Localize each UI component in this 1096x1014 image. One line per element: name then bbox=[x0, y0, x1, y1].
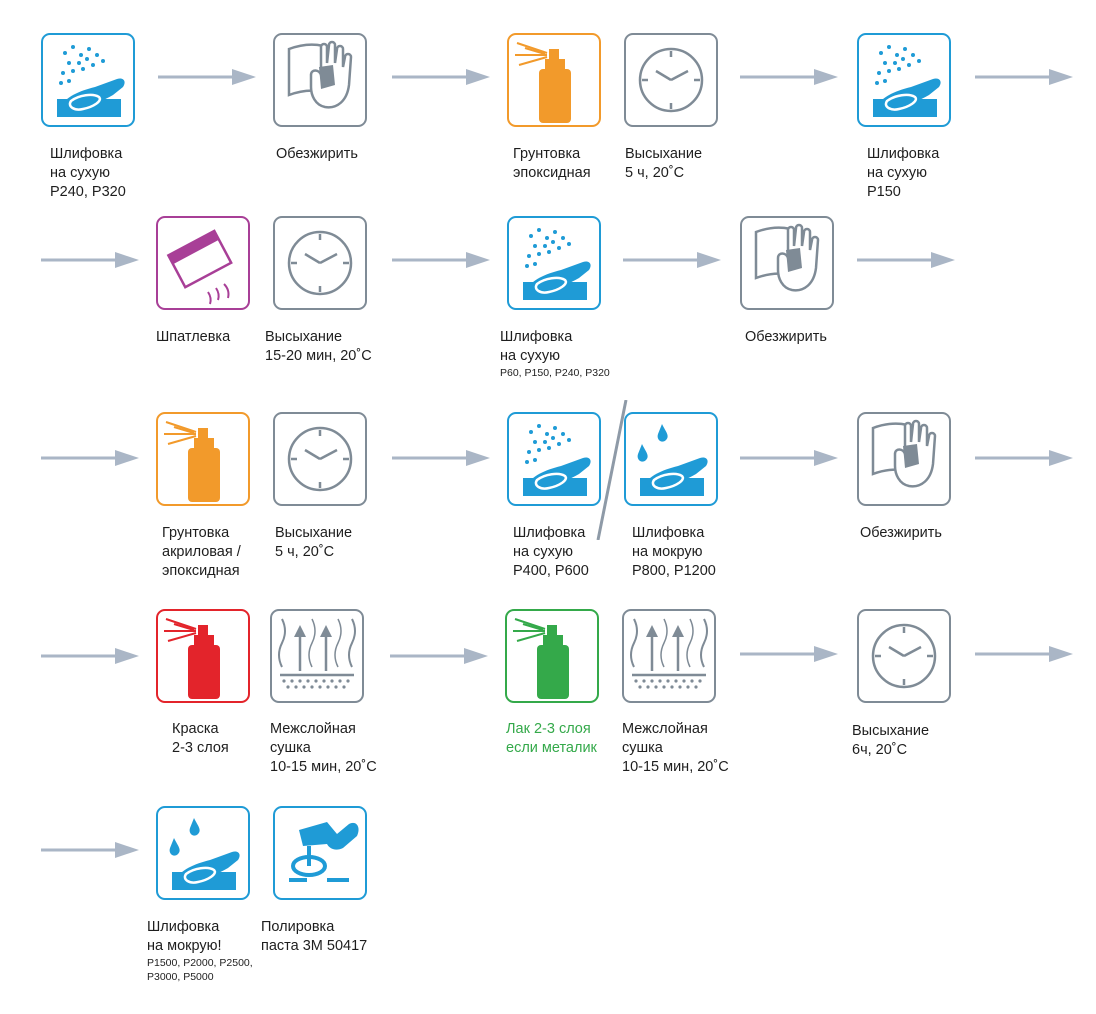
step-label: Грунтовка акриловая / эпоксидная bbox=[162, 525, 241, 579]
dry-sanding-icon bbox=[507, 412, 601, 506]
step-label: Краска 2-3 слоя bbox=[172, 721, 229, 756]
step-label: Шлифовка на сухую Р150 bbox=[867, 146, 940, 200]
flash-off-icon bbox=[622, 609, 716, 703]
wet-sanding-icon bbox=[624, 412, 718, 506]
putty-knife-icon bbox=[156, 216, 250, 310]
spray-can-icon bbox=[505, 609, 599, 703]
spray-can-icon bbox=[156, 609, 250, 703]
clock-icon bbox=[273, 412, 367, 506]
spray-can-icon bbox=[507, 33, 601, 127]
arrow-right-icon bbox=[975, 646, 1073, 662]
arrow-right-icon bbox=[392, 69, 490, 85]
step-label: Межслойная сушка 10-15 мин, 20˚С bbox=[270, 721, 377, 775]
arrow-right-icon bbox=[975, 450, 1073, 466]
arrow-right-icon bbox=[390, 648, 488, 664]
step-label: Высыхание 5 ч, 20˚С bbox=[275, 525, 353, 560]
arrow-right-icon bbox=[41, 648, 139, 664]
grit-list: Р1500, Р2000, Р2500, Р3000, Р5000 bbox=[147, 957, 253, 983]
arrow-right-icon bbox=[975, 69, 1073, 85]
arrow-right-icon bbox=[740, 646, 838, 662]
step-label: Шпатлевка bbox=[156, 329, 231, 345]
polishing-icon bbox=[273, 806, 367, 900]
step-label: Грунтовка эпоксидная bbox=[513, 146, 591, 181]
step-label: Высыхание 5 ч, 20˚С bbox=[625, 146, 703, 181]
dry-sanding-icon bbox=[857, 33, 951, 127]
step-label: Шлифовка на мокрую!Р1500, Р2000, Р2500, … bbox=[147, 918, 297, 984]
step-label: Лак 2-3 слоя если металик bbox=[506, 721, 597, 756]
arrow-right-icon bbox=[392, 450, 490, 466]
step-label: Шлифовка на сухую Р400, Р600 bbox=[513, 525, 589, 579]
step-label: Высыхание 15-20 мин, 20˚С bbox=[265, 329, 372, 364]
flash-off-icon bbox=[270, 609, 364, 703]
step-label: Обезжирить bbox=[745, 329, 827, 345]
step-label: Высыхание 6ч, 20˚С bbox=[852, 723, 930, 758]
arrow-right-icon bbox=[857, 252, 955, 268]
clock-icon bbox=[857, 609, 951, 703]
clock-icon bbox=[273, 216, 367, 310]
arrow-right-icon bbox=[41, 252, 139, 268]
grit-list: Р60, Р150, Р240, Р320 bbox=[500, 367, 610, 379]
wet-sanding-icon bbox=[156, 806, 250, 900]
arrow-right-icon bbox=[740, 69, 838, 85]
step-label: Шлифовка на сухую Р240, Р320 bbox=[50, 146, 126, 200]
arrow-right-icon bbox=[623, 252, 721, 268]
arrow-right-icon bbox=[41, 450, 139, 466]
dry-sanding-icon bbox=[507, 216, 601, 310]
step-label: Обезжирить bbox=[276, 146, 358, 162]
arrow-right-icon bbox=[158, 69, 256, 85]
arrow-right-icon bbox=[392, 252, 490, 268]
step-label: Шлифовка на мокрую Р800, Р1200 bbox=[632, 525, 716, 579]
dry-sanding-icon bbox=[41, 33, 135, 127]
degrease-icon bbox=[857, 412, 951, 506]
degrease-icon bbox=[740, 216, 834, 310]
arrow-right-icon bbox=[41, 842, 139, 858]
degrease-icon bbox=[273, 33, 367, 127]
clock-icon bbox=[624, 33, 718, 127]
spray-can-icon bbox=[156, 412, 250, 506]
step-label: Обезжирить bbox=[860, 525, 942, 541]
arrow-right-icon bbox=[740, 450, 838, 466]
step-label: Полировка паста 3М 50417 bbox=[261, 919, 368, 954]
or-divider bbox=[596, 400, 628, 540]
step-label: Межслойная сушка 10-15 мин, 20˚С bbox=[622, 721, 729, 775]
